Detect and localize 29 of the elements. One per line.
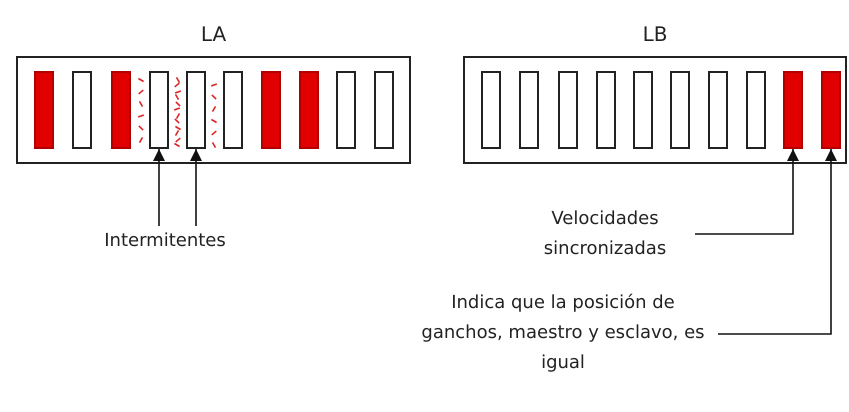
- unlit-led: [558, 71, 578, 149]
- leader-arrow: [695, 149, 799, 235]
- callout-text: Indica que la posición de ganchos, maestro y esclavo, es igual: [418, 288, 708, 380]
- unlit-led: [670, 71, 690, 149]
- panel-title: LA: [200, 22, 228, 46]
- unlit-led: [633, 71, 653, 149]
- lit-led: [111, 71, 131, 149]
- unlit-led: [72, 71, 92, 149]
- unlit-led: [596, 71, 616, 149]
- unlit-led: [519, 71, 539, 149]
- flashing-led: [149, 71, 169, 149]
- unlit-led: [708, 71, 728, 149]
- unlit-led: [223, 71, 243, 149]
- lit-led: [783, 71, 803, 149]
- lit-led: [261, 71, 281, 149]
- panel-title: LB: [642, 22, 668, 46]
- callout-text: Velocidades sincronizadas: [525, 204, 685, 264]
- flashing-led: [186, 71, 206, 149]
- lit-led: [821, 71, 841, 149]
- lit-led: [299, 71, 319, 149]
- unlit-led: [374, 71, 394, 149]
- leader-arrow: [190, 149, 202, 226]
- unlit-led: [481, 71, 501, 149]
- leader-arrow: [718, 149, 837, 335]
- callout-text: Intermitentes: [85, 226, 245, 258]
- unlit-led: [746, 71, 766, 149]
- unlit-led: [336, 71, 356, 149]
- leader-arrow: [153, 149, 165, 226]
- lit-led: [34, 71, 54, 149]
